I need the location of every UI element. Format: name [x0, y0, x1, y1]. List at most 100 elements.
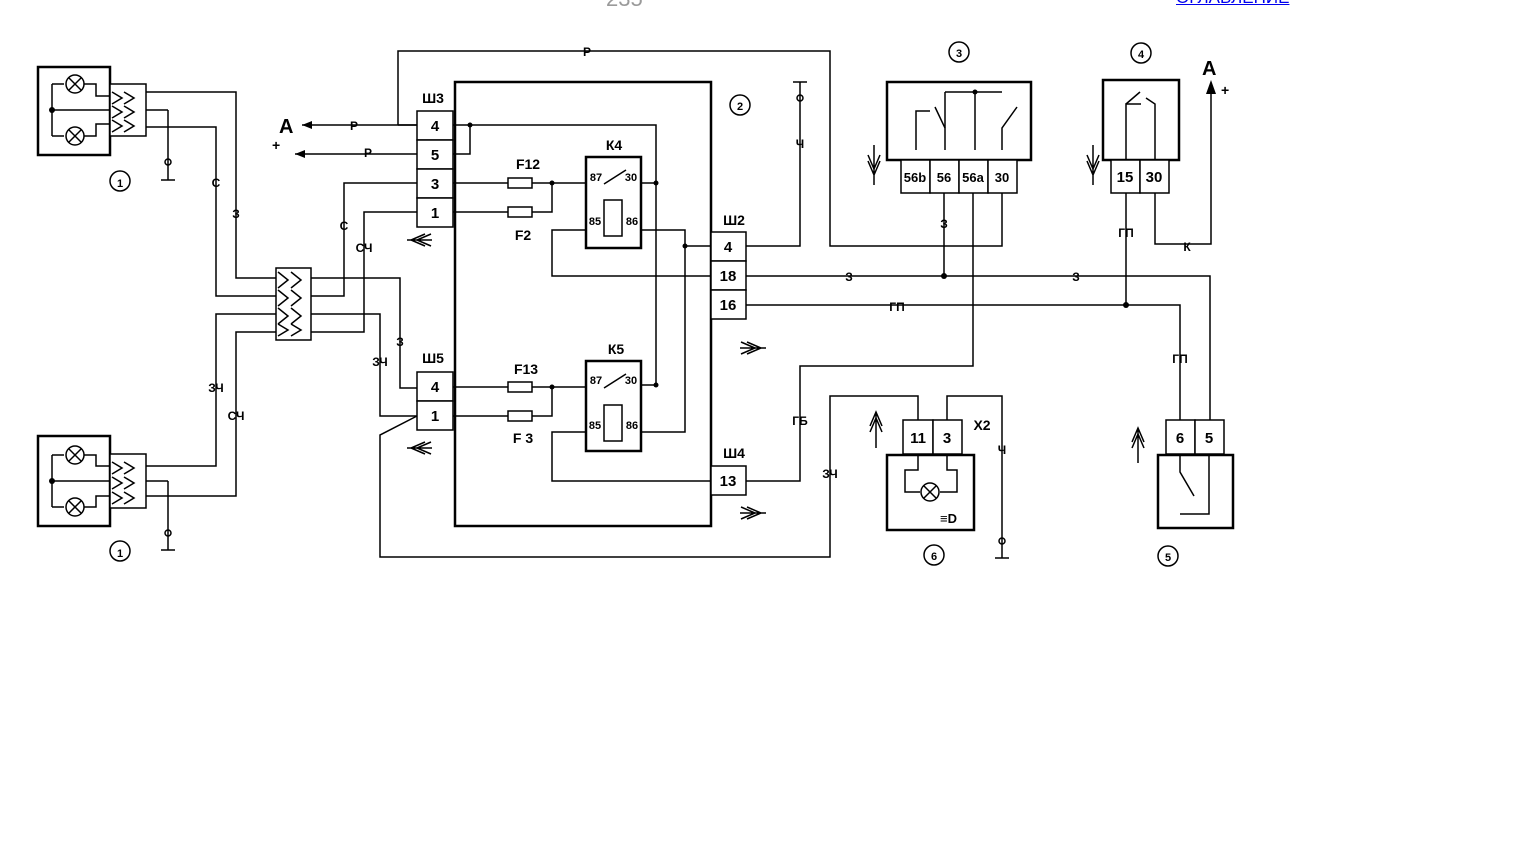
- wire-label-r: Р: [350, 119, 358, 133]
- callout-1-bottom: [109, 540, 131, 562]
- wire-label-gp: ГП: [1172, 352, 1187, 366]
- svg-text:85: 85: [589, 420, 601, 432]
- callout-5: [1157, 545, 1179, 567]
- headlight-symbol-icon: ≡D: [940, 511, 957, 526]
- fuse-f2-label: F2: [515, 227, 532, 243]
- connector-sh2: 4 18 16: [710, 231, 747, 320]
- callout-2: [729, 94, 751, 116]
- svg-text:86: 86: [626, 420, 638, 432]
- wire-label-sch: СЧ: [228, 409, 245, 423]
- connector-sh5-label: Ш5: [422, 350, 444, 366]
- svg-text:1: 1: [431, 408, 439, 425]
- svg-text:30: 30: [625, 172, 637, 184]
- wire-r-top: [397, 50, 1003, 247]
- wire-label-sch: СЧ: [356, 241, 373, 255]
- connector-x2: 11 3: [902, 419, 963, 455]
- sh3-pin: 3: [431, 176, 439, 193]
- fuse-f13-label: F13: [514, 361, 538, 377]
- connector-sh3: 4 5 3 1: [416, 110, 454, 228]
- svg-text:87: 87: [590, 375, 602, 387]
- lamp-icon: [920, 482, 940, 502]
- svg-text:56: 56: [937, 170, 951, 185]
- ground-bottom: [146, 480, 175, 551]
- wire-label-gp: ГП: [1118, 226, 1133, 240]
- connector-arrow-icon: [740, 341, 766, 355]
- indicator-switch: 6 5: [1156, 419, 1235, 530]
- wire-label-z: З: [845, 270, 853, 284]
- connector-block-top: [109, 83, 147, 137]
- toc-link[interactable]: ОГЛАВЛЕНИЕ: [1176, 0, 1289, 8]
- fuse-icon: [507, 177, 533, 189]
- wire-label-zch: ЗЧ: [208, 381, 224, 395]
- svg-text:3: 3: [943, 430, 951, 447]
- connector-arrow-icon: [869, 410, 883, 448]
- wire-label-z: З: [396, 335, 404, 349]
- callout-5-text: 5: [1165, 552, 1171, 564]
- ground-top: [146, 109, 175, 181]
- connector-sh4-label: Ш4: [723, 445, 745, 461]
- callout-1-text-bottom: 1: [117, 548, 123, 560]
- connector-arrow-icon: [867, 145, 881, 185]
- connector-sh4: 13: [710, 465, 747, 496]
- wire-label-ch: Ч: [796, 137, 804, 151]
- wire-label-r: Р: [583, 45, 591, 59]
- svg-text:5: 5: [1205, 430, 1213, 447]
- svg-text:15: 15: [1117, 169, 1134, 186]
- wire-label-s: С: [212, 176, 221, 190]
- callout-1-top: [109, 170, 131, 192]
- connector-sh2-label: Ш2: [723, 212, 745, 228]
- sh3-pin: 5: [431, 147, 439, 164]
- wire-label-k: К: [1183, 240, 1191, 254]
- wire-label-zch: ЗЧ: [372, 355, 388, 369]
- fuse-icon: [507, 206, 533, 218]
- page-number: 235: [606, 0, 643, 12]
- wire-label-r: Р: [364, 146, 372, 160]
- svg-text:4: 4: [724, 239, 733, 256]
- wire-label-s: С: [340, 219, 349, 233]
- wire-label-z: З: [1072, 270, 1080, 284]
- callout-4-text: 4: [1138, 49, 1145, 61]
- supply-plus: +: [272, 137, 280, 153]
- connector-arrow-icon: [407, 441, 432, 455]
- connector-arrow-icon: [1131, 426, 1145, 463]
- callout-4: [1130, 42, 1152, 64]
- svg-text:6: 6: [1176, 430, 1184, 447]
- svg-text:86: 86: [626, 216, 638, 228]
- relay-k5: 87 30 85 86: [584, 359, 643, 453]
- svg-text:56b: 56b: [904, 170, 926, 185]
- ignition-switch: 15 30: [1101, 78, 1181, 194]
- connector-arrow-icon: [740, 506, 766, 520]
- arrow-icon: [295, 150, 305, 158]
- wire-label-ch: Ч: [998, 443, 1006, 457]
- supply-a-label-right: А: [1202, 58, 1216, 80]
- light-switch: 56b 56 56a 30: [885, 80, 1033, 194]
- fuse-icon: [507, 381, 533, 393]
- svg-text:30: 30: [995, 170, 1009, 185]
- connector-arrow-icon: [1086, 145, 1100, 185]
- mounting-block: [453, 80, 713, 528]
- fuse-f3-label: F 3: [513, 430, 533, 446]
- svg-text:30: 30: [1146, 169, 1163, 186]
- wire-label-gb: ГБ: [792, 414, 808, 428]
- indicator-lamp: ≡D: [885, 453, 976, 532]
- arrow-icon: [302, 121, 312, 129]
- callout-2-text: 2: [737, 101, 743, 113]
- wire-zch-bottom: [379, 395, 919, 558]
- callout-6-text: 6: [931, 551, 937, 563]
- wire-label-gp: ГП: [889, 300, 904, 314]
- callout-3-text: 3: [956, 48, 962, 60]
- supply-plus-right: +: [1221, 82, 1229, 98]
- connector-sh3-label: Ш3: [422, 90, 444, 106]
- svg-text:87: 87: [590, 172, 602, 184]
- headlight-unit-top: [36, 65, 112, 157]
- wire-label-zch: ЗЧ: [822, 467, 838, 481]
- callout-3: [948, 41, 970, 63]
- sh3-pin: 1: [431, 205, 439, 222]
- sh3-pin: 4: [431, 118, 440, 135]
- svg-text:18: 18: [720, 268, 737, 285]
- arrow-up-icon: [1206, 80, 1216, 94]
- svg-text:4: 4: [431, 379, 440, 396]
- fuse-f12-label: F12: [516, 156, 540, 172]
- connector-sh5: 4 1: [416, 371, 454, 431]
- connector-block-middle: [275, 267, 312, 341]
